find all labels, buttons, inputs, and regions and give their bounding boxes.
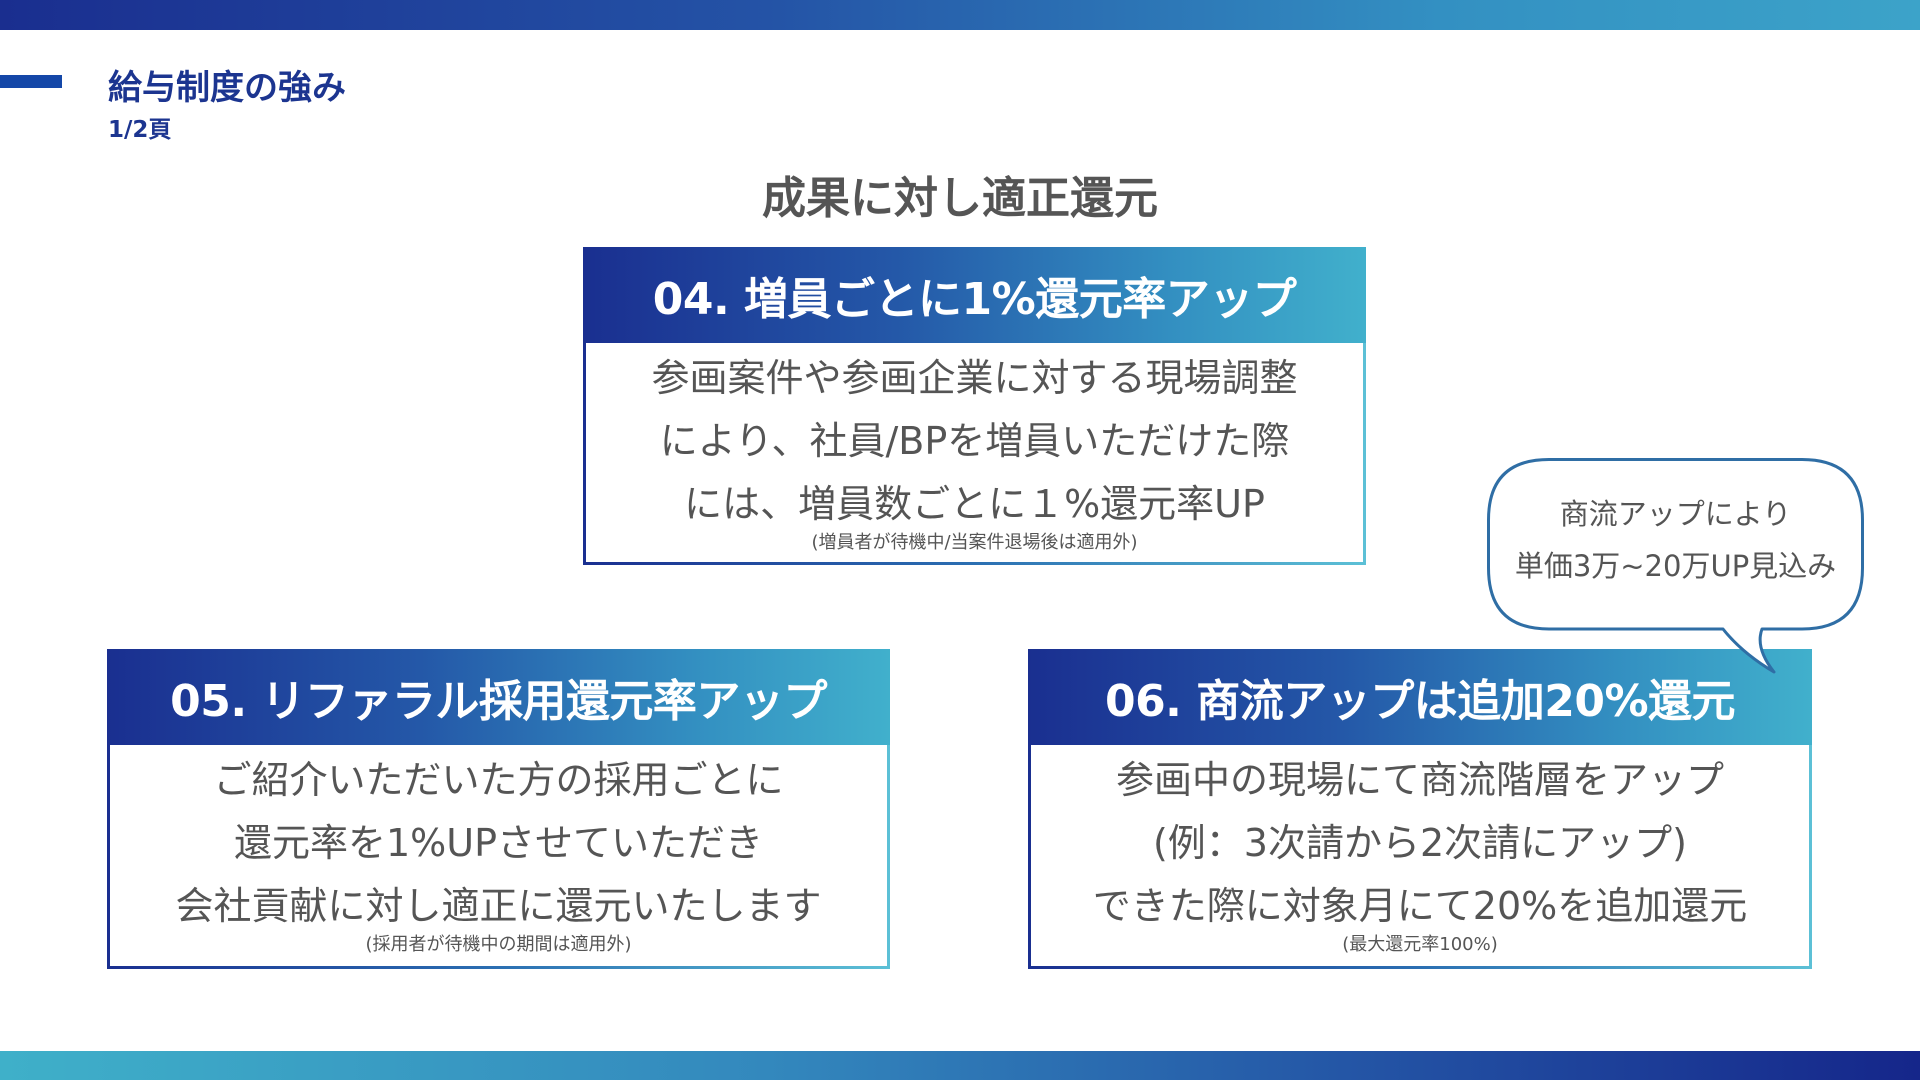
card-05-title: 05. リファラル採用還元率アップ <box>107 649 890 745</box>
page-title: 給与制度の強み <box>108 68 346 108</box>
card-04-note: (増員者が待機中/当案件退場後は適用外) <box>811 532 1138 553</box>
card-06-title: 06. 商流アップは追加20%還元 <box>1028 649 1812 745</box>
card-05-note: (採用者が待機中の期間は適用外) <box>365 934 632 955</box>
speech-bubble-shape <box>1487 458 1864 674</box>
card-06: 06. 商流アップは追加20%還元 参画中の現場にて商流階層をアップ (例：3次… <box>1028 649 1812 969</box>
card-05-line-3: 会社貢献に対し適正に還元いたします <box>175 884 822 928</box>
card-04-title: 04. 増員ごとに1%還元率アップ <box>583 247 1366 343</box>
top-gradient-bar <box>0 0 1920 30</box>
page-indicator: 1/2頁 <box>108 117 172 143</box>
card-04-line-3: には、増員数ごとに１%還元率UP <box>684 482 1265 526</box>
section-heading: 成果に対し適正還元 <box>762 173 1158 224</box>
card-04-line-1: 参画案件や参画企業に対する現場調整 <box>651 356 1298 400</box>
card-05: 05. リファラル採用還元率アップ ご紹介いただいた方の採用ごとに 還元率を1%… <box>107 649 890 969</box>
card-05-line-2: 還元率を1%UPさせていただき <box>233 821 763 865</box>
callout-line-1: 商流アップにより <box>1559 497 1792 531</box>
callout-line-2: 単価3万~20万UP見込み <box>1514 549 1837 583</box>
card-06-line-2: (例：3次請から2次請にアップ) <box>1152 821 1687 865</box>
card-06-note: (最大還元率100%) <box>1342 934 1498 955</box>
card-06-line-1: 参画中の現場にて商流階層をアップ <box>1115 758 1724 802</box>
card-05-border: ご紹介いただいた方の採用ごとに 還元率を1%UPさせていただき 会社貢献に対し適… <box>107 745 890 969</box>
card-05-line-1: ご紹介いただいた方の採用ごとに <box>213 758 784 802</box>
card-06-line-3: できた際に対象月にて20%を追加還元 <box>1092 884 1748 928</box>
card-04: 04. 増員ごとに1%還元率アップ 参画案件や参画企業に対する現場調整 により、… <box>583 247 1366 565</box>
title-accent-bar <box>0 75 62 88</box>
card-04-body: 参画案件や参画企業に対する現場調整 により、社員/BPを増員いただけた際 には、… <box>586 343 1363 562</box>
card-06-body: 参画中の現場にて商流階層をアップ (例：3次請から2次請にアップ) できた際に対… <box>1031 745 1809 966</box>
speech-bubble-callout: 商流アップにより 単価3万~20万UP見込み <box>1487 458 1864 674</box>
card-04-line-2: により、社員/BPを増員いただけた際 <box>659 419 1290 463</box>
card-05-body: ご紹介いただいた方の採用ごとに 還元率を1%UPさせていただき 会社貢献に対し適… <box>110 745 887 966</box>
card-06-border: 参画中の現場にて商流階層をアップ (例：3次請から2次請にアップ) できた際に対… <box>1028 745 1812 969</box>
callout-text: 商流アップにより 単価3万~20万UP見込み <box>1487 488 1864 592</box>
bottom-gradient-bar <box>0 1051 1920 1080</box>
card-04-border: 参画案件や参画企業に対する現場調整 により、社員/BPを増員いただけた際 には、… <box>583 343 1366 565</box>
